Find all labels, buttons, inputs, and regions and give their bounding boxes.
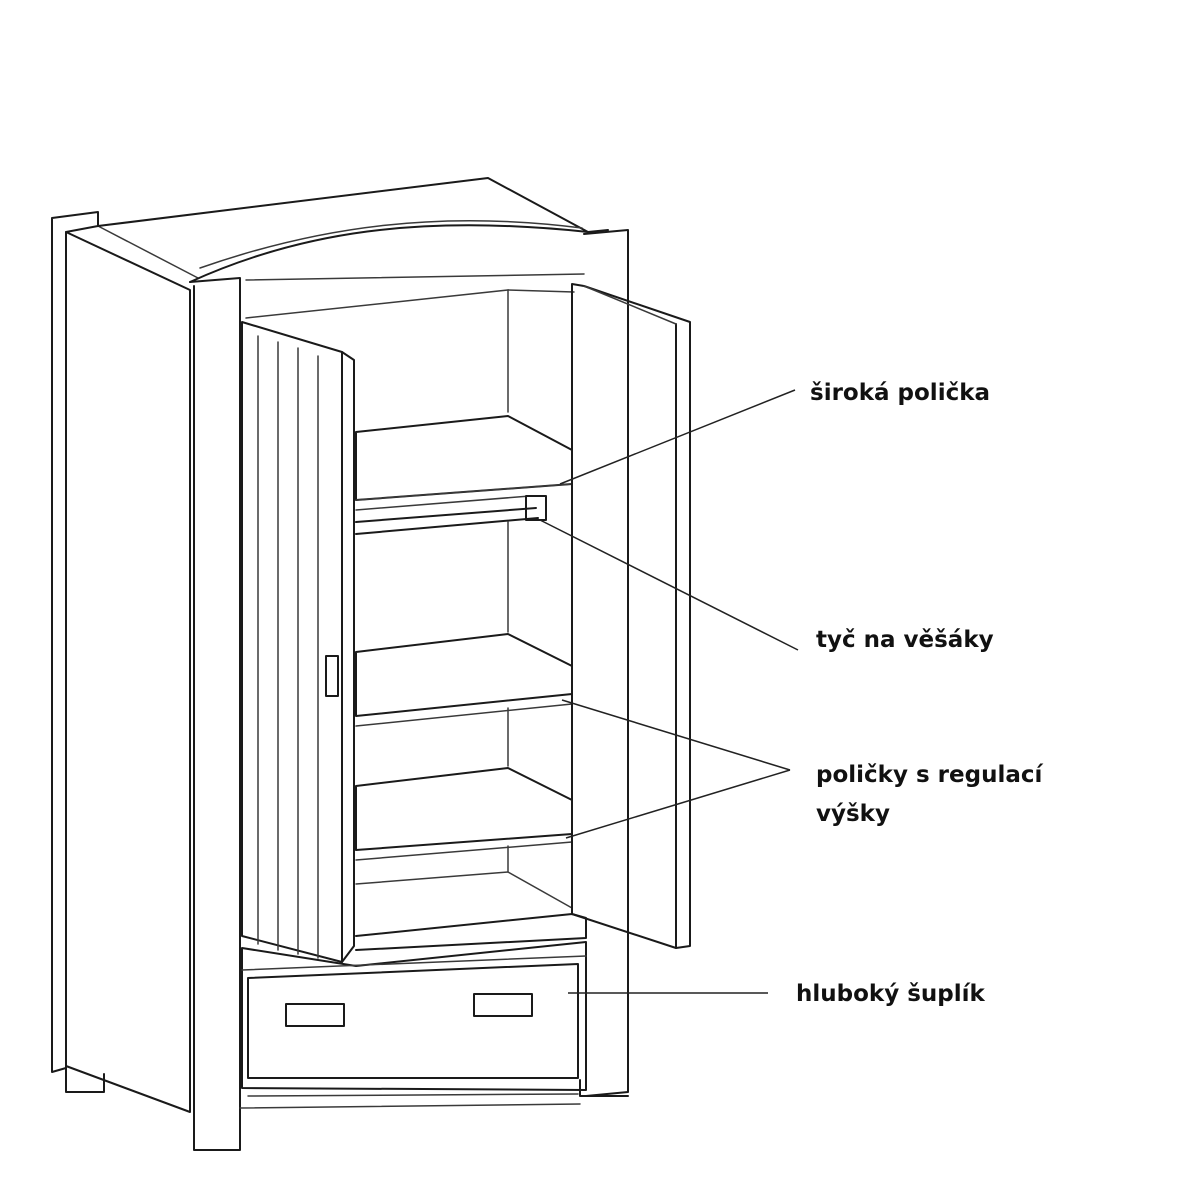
label-adjustable-shelves-line1: poličky s regulací xyxy=(816,762,1043,788)
leader-adjustable-shelf-lower xyxy=(565,769,791,839)
label-adjustable-shelves-line2: výšky xyxy=(816,801,890,827)
leader-hanging-rod xyxy=(539,519,799,651)
wardrobe-left-door xyxy=(241,321,355,963)
label-hanging-rod: tyč na věšáky xyxy=(816,627,994,653)
label-deep-drawer: hluboký šuplík xyxy=(796,981,985,1007)
wardrobe-left-side xyxy=(51,211,199,1113)
leader-wide-shelf xyxy=(559,389,796,485)
wardrobe-feet xyxy=(65,1065,629,1097)
leader-lines xyxy=(539,389,799,994)
wardrobe-interior xyxy=(245,289,587,951)
wardrobe-top xyxy=(97,177,629,1151)
wardrobe-drawer xyxy=(239,941,587,1109)
wardrobe-right-door xyxy=(571,283,691,949)
label-wide-shelf: široká polička xyxy=(810,380,991,406)
leader-adjustable-shelf-upper xyxy=(561,699,791,771)
